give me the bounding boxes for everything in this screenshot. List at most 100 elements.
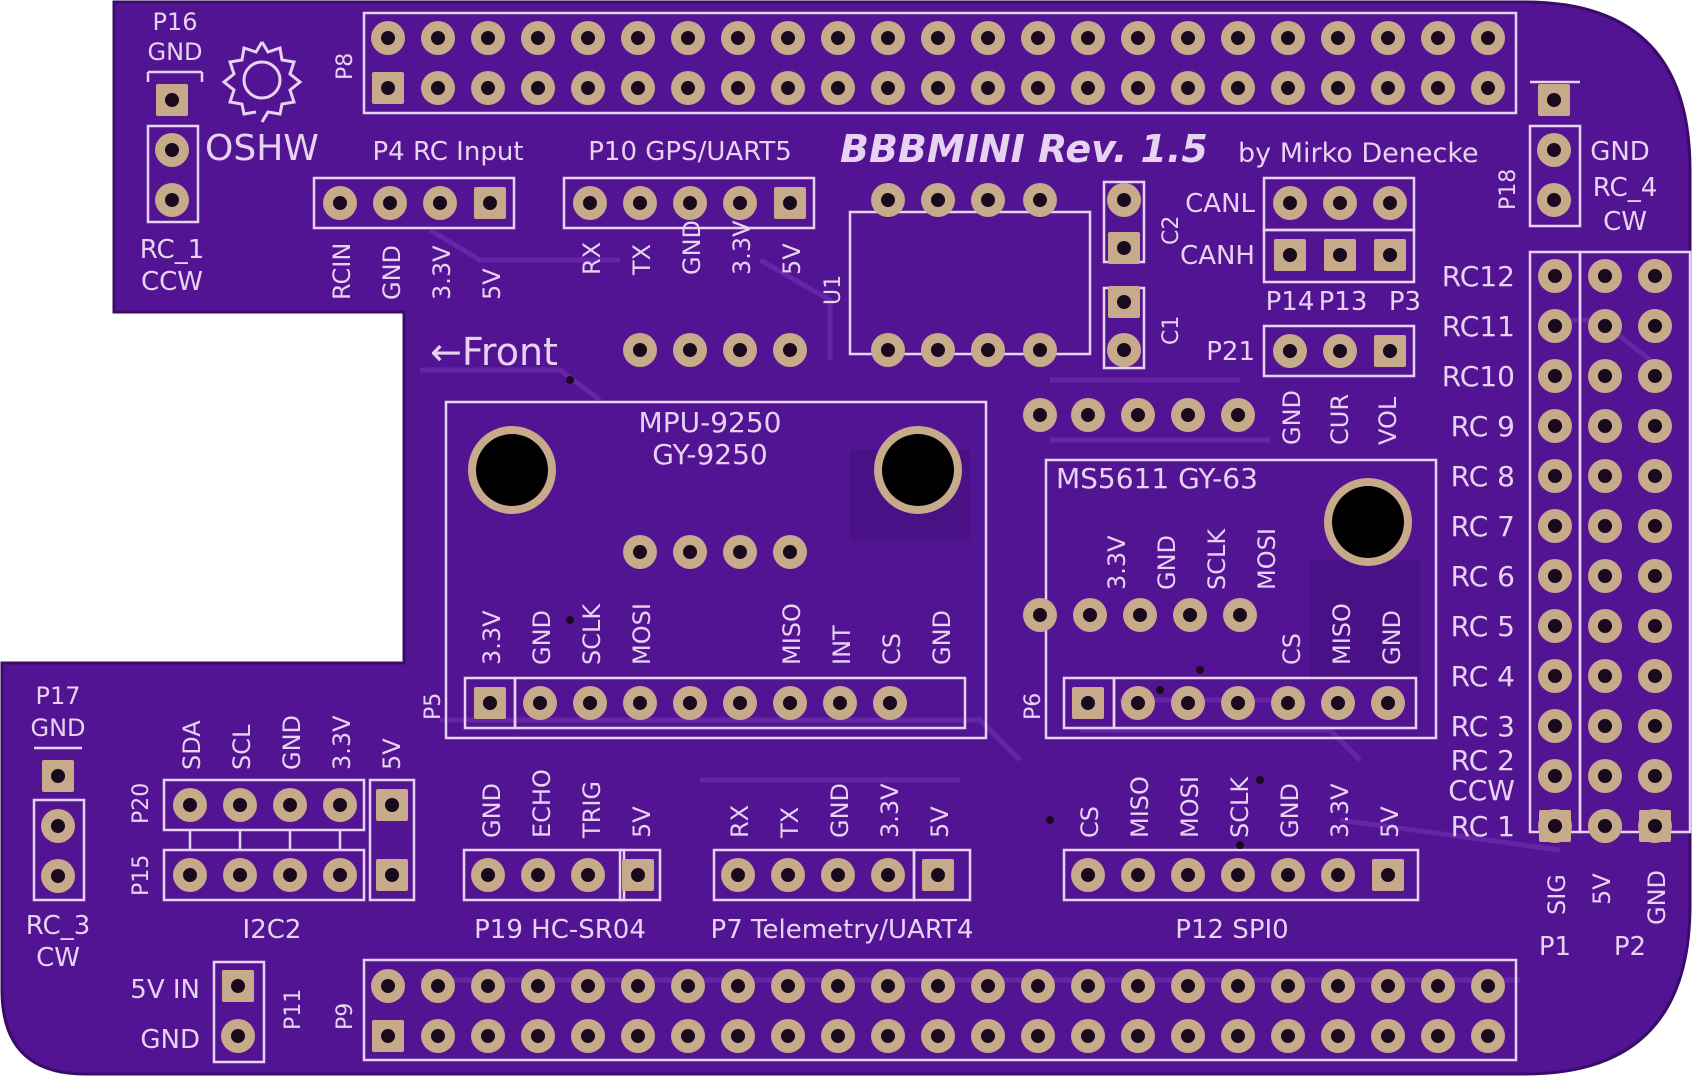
pad-drill-hole <box>1081 696 1095 710</box>
mpu-pin-label: MISO <box>778 603 806 665</box>
pad-drill-hole <box>1548 819 1562 833</box>
ms5611-outline <box>1044 458 1438 740</box>
pad-drill-hole <box>931 868 945 882</box>
header-p9-label: P9 <box>333 1003 358 1030</box>
pad-drill-hole <box>581 1029 595 1043</box>
pad-drill-hole <box>881 343 895 357</box>
pad-drill-hole <box>581 81 595 95</box>
p4-title: P4 RC Input <box>373 137 524 167</box>
pad-drill-hole <box>931 1029 945 1043</box>
pad-drill-hole <box>981 31 995 45</box>
pad-drill-hole <box>1117 241 1131 255</box>
pad-drill-hole <box>231 1029 245 1043</box>
pad-drill-hole <box>1181 1029 1195 1043</box>
p6-label: P6 <box>1021 693 1046 720</box>
mpu-label-2: GY-9250 <box>652 438 767 471</box>
pad-drill-hole <box>781 31 795 45</box>
pad-drill-hole <box>333 798 347 812</box>
pad-drill-hole <box>1283 248 1297 262</box>
i2c-title: I2C2 <box>243 915 302 945</box>
ms5611-lower-pin-label: CS <box>1278 633 1306 665</box>
pad-drill-hole <box>431 81 445 95</box>
pad-drill-hole <box>1181 31 1195 45</box>
pad-drill-hole <box>1548 769 1562 783</box>
rc-output-label: RC 8 <box>1451 460 1515 493</box>
pad-drill-hole <box>1031 1029 1045 1043</box>
pad-drill-hole <box>1548 269 1562 283</box>
pad-drill-hole <box>781 81 795 95</box>
p4-pin-label: GND <box>378 245 406 300</box>
p12-pin-label: 5V <box>1376 806 1404 838</box>
p16-label: P16 <box>152 8 197 36</box>
header-p8-label: P8 <box>333 53 358 80</box>
mpu-pin-label: 3.3V <box>478 610 506 665</box>
ms5611-upper-pin-label: SCLK <box>1203 528 1231 590</box>
pad-drill-hole <box>1431 81 1445 95</box>
p12-pin-label: MISO <box>1126 776 1154 838</box>
rc3-label: RC_3 <box>26 911 90 941</box>
pad-drill-hole <box>1181 979 1195 993</box>
pad-drill-hole <box>1131 1029 1145 1043</box>
pad-drill-hole <box>931 979 945 993</box>
pad-drill-hole <box>1648 269 1662 283</box>
p7-pin-label: TX <box>776 807 804 839</box>
rc4-label: RC_4 <box>1593 173 1657 203</box>
pad-drill-hole <box>681 1029 695 1043</box>
mpu-pin-label: MOSI <box>628 603 656 665</box>
rc-output-label: RC11 <box>1442 310 1515 343</box>
p6-outline <box>1112 676 1418 730</box>
pad-drill-hole <box>681 31 695 45</box>
p11-label: P11 <box>281 989 306 1030</box>
p19-pin-label: ECHO <box>528 769 556 838</box>
pad-drill-hole <box>1081 31 1095 45</box>
pad-drill-hole <box>1131 81 1145 95</box>
pad-drill-hole <box>481 1029 495 1043</box>
p2-5v-label: 5V <box>1588 873 1616 905</box>
pad-drill-hole <box>1233 608 1247 622</box>
pad-drill-hole <box>1281 868 1295 882</box>
p10-title: P10 GPS/UART5 <box>588 137 792 167</box>
pad-drill-hole <box>1081 1029 1095 1043</box>
pad-drill-hole <box>783 343 797 357</box>
rc1-dir-label: CCW <box>141 267 203 297</box>
pad-drill-hole <box>51 869 65 883</box>
pad-drill-hole <box>731 868 745 882</box>
pad-drill-hole <box>385 868 399 882</box>
pad-drill-hole <box>683 696 697 710</box>
pad-drill-hole <box>1598 669 1612 683</box>
pad-drill-hole <box>1648 469 1662 483</box>
pad-drill-hole <box>831 1029 845 1043</box>
pad-drill-hole <box>1231 408 1245 422</box>
p4-pin-label: RCIN <box>328 243 356 300</box>
pad-drill-hole <box>633 696 647 710</box>
pad-drill-hole <box>1281 1029 1295 1043</box>
pad-drill-hole <box>1598 569 1612 583</box>
pad-drill-hole <box>783 545 797 559</box>
p21-pin-label: VOL <box>1374 396 1402 445</box>
pad-drill-hole <box>1283 196 1297 210</box>
pad-drill-hole <box>1181 696 1195 710</box>
pad-drill-hole <box>931 81 945 95</box>
p10-pin-label: GND <box>678 220 706 275</box>
pad-drill-hole <box>931 343 945 357</box>
pad-drill-hole <box>1548 569 1562 583</box>
rc-output-label: RC 4 <box>1451 660 1515 693</box>
pad-drill-hole <box>1281 31 1295 45</box>
board-author: by Mirko Denecke <box>1238 138 1479 169</box>
p12-pin-label: SCLK <box>1226 776 1254 838</box>
pad-drill-hole <box>531 31 545 45</box>
pad-drill-hole <box>1383 344 1397 358</box>
pad-drill-hole <box>1331 868 1345 882</box>
pad-drill-hole <box>483 196 497 210</box>
via <box>1256 776 1264 784</box>
pad-drill-hole <box>881 868 895 882</box>
pad-drill-hole <box>1648 369 1662 383</box>
header-p8-outline <box>362 11 1518 115</box>
pad-drill-hole <box>1598 369 1612 383</box>
mpu-pin-label: SCLK <box>578 603 606 665</box>
pad-drill-hole <box>1281 81 1295 95</box>
pad-drill-hole <box>781 979 795 993</box>
pad-drill-hole <box>1481 1029 1495 1043</box>
